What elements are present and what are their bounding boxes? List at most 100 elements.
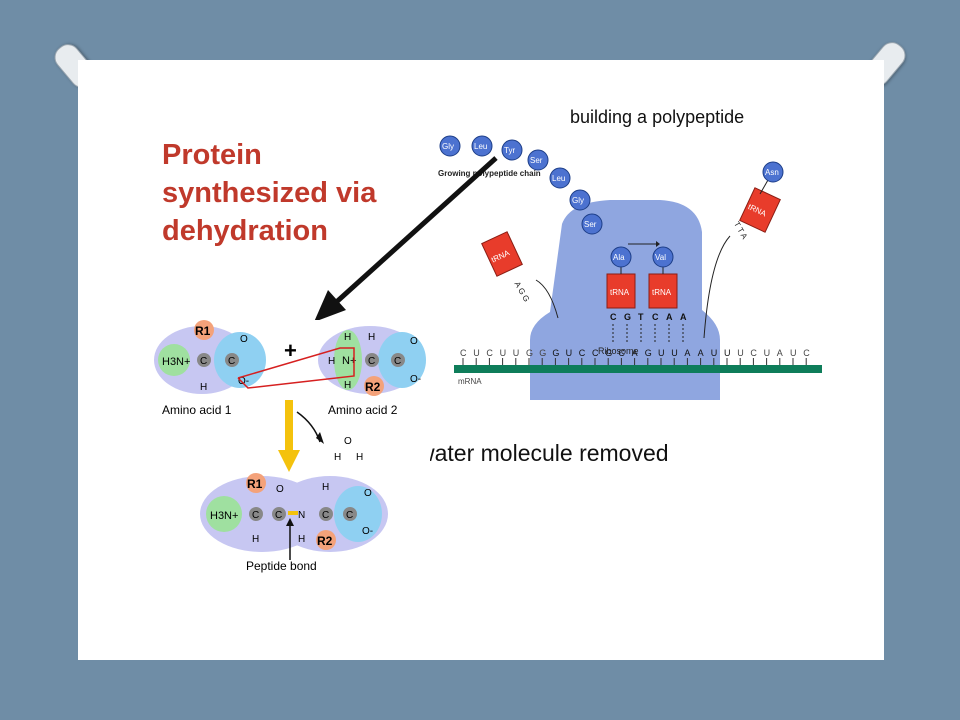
caption-building-polypeptide: building a polypeptide: [570, 107, 745, 127]
mrna-base: G: [526, 348, 533, 358]
mrna-base: U: [658, 348, 665, 358]
svg-text:Ser: Ser: [530, 156, 543, 165]
mrna-base: A: [684, 348, 690, 358]
svg-text:H: H: [344, 332, 351, 343]
mrna-base: U: [790, 348, 797, 358]
svg-text:Leu: Leu: [474, 142, 487, 151]
svg-text:C: C: [228, 356, 235, 367]
svg-text:C: C: [252, 510, 259, 521]
svg-text:O: O: [240, 334, 248, 345]
codon-letter: A: [680, 312, 687, 322]
svg-text:Ala: Ala: [613, 253, 625, 262]
mrna-base: G: [605, 348, 612, 358]
svg-text:Gly: Gly: [442, 142, 454, 151]
svg-text:O: O: [276, 484, 284, 495]
reaction-arrow: [285, 400, 293, 452]
reaction-figure: R1 H3N+ C C H O O- + H H N+ H C H R2 C O…: [152, 320, 430, 576]
svg-text:O: O: [410, 336, 418, 347]
svg-text:H: H: [334, 452, 341, 463]
svg-text:Val: Val: [655, 253, 666, 262]
svg-text:O-: O-: [410, 374, 421, 385]
svg-text:H: H: [200, 382, 207, 393]
trna-a-site: tRNA: [648, 273, 678, 309]
svg-text:H: H: [368, 332, 375, 343]
mrna-base: A: [698, 348, 704, 358]
dipeptide: H3N+ R1 C H O C N H C H R2 C O O-: [200, 473, 388, 552]
mrna-base: C: [592, 348, 599, 358]
svg-text:C: C: [368, 356, 375, 367]
caption-water-removed: water molecule removed: [418, 440, 669, 466]
codon-letter: C: [652, 312, 659, 322]
svg-text:H: H: [356, 452, 363, 463]
mrna-base: C: [486, 348, 493, 358]
mrna-base: U: [473, 348, 480, 358]
amino-acid-2: H H N+ H C H R2 C O O-: [318, 326, 426, 396]
mrna-label: mRNA: [458, 377, 482, 386]
svg-text:Ser: Ser: [584, 220, 597, 229]
svg-text:C: C: [275, 510, 282, 521]
mrna-base: C: [618, 348, 625, 358]
svg-text:O: O: [344, 436, 352, 447]
mrna-base: G: [645, 348, 652, 358]
free-residue-asn: Asn: [762, 161, 784, 183]
chain-residue: Ser: [581, 213, 603, 235]
svg-text:tRNA: tRNA: [652, 288, 672, 297]
codon-letter: C: [610, 312, 617, 322]
svg-text:tRNA: tRNA: [610, 288, 630, 297]
mrna-base: A: [777, 348, 783, 358]
mrna-base: C: [579, 348, 586, 358]
chain-residue: Leu: [471, 135, 493, 157]
svg-text:Gly: Gly: [572, 196, 584, 205]
amino-acid-1: R1 H3N+ C C H O O-: [154, 320, 266, 394]
chain-residue: Gly: [439, 135, 461, 157]
removed-atoms-outline: [237, 347, 355, 389]
svg-text:Leu: Leu: [552, 174, 565, 183]
svg-text:R1: R1: [247, 477, 263, 491]
mrna-strand: [454, 365, 822, 373]
mrna-base: U: [513, 348, 520, 358]
svg-text:N+: N+: [342, 355, 356, 367]
codon-letter: A: [666, 312, 673, 322]
svg-text:H: H: [252, 534, 259, 545]
mrna-base: U: [724, 348, 731, 358]
svg-text:R2: R2: [317, 534, 333, 548]
mrna-base: C: [750, 348, 757, 358]
svg-text:O-: O-: [362, 526, 373, 537]
mrna-base: U: [566, 348, 573, 358]
left-anticodon: AGG: [513, 280, 533, 305]
chain-residue: Gly: [569, 189, 591, 211]
mrna-base: G: [539, 348, 546, 358]
svg-text:Asn: Asn: [765, 168, 779, 177]
plus-sign: +: [284, 338, 297, 363]
svg-text:C: C: [200, 356, 207, 367]
codon-letter: G: [624, 312, 631, 322]
mrna-base: U: [737, 348, 744, 358]
svg-text:H3N+: H3N+: [210, 510, 238, 522]
svg-text:H3N+: H3N+: [162, 356, 190, 368]
ribosome-label: Ribosome: [598, 346, 639, 356]
mrna-base: U: [500, 348, 507, 358]
mrna-base: C: [803, 348, 810, 358]
svg-text:O-: O-: [238, 376, 249, 387]
mrna-ticks: [462, 358, 807, 365]
chain-residue: Leu: [549, 167, 571, 189]
svg-text:H: H: [328, 356, 335, 367]
water-molecule: H O H: [334, 436, 363, 463]
svg-text:Tyr: Tyr: [504, 146, 515, 155]
slide-title: Protein synthesized via dehydration: [162, 139, 377, 247]
mrna-base: U: [671, 348, 678, 358]
chain-label: Growing polypeptide chain: [438, 169, 541, 178]
mrna-base: C: [460, 348, 467, 358]
svg-text:R1: R1: [195, 324, 211, 338]
amino-acid-2-label: Amino acid 2: [328, 403, 398, 417]
chain-residue: Tyr: [501, 139, 523, 161]
amino-acid-1-label: Amino acid 1: [162, 403, 232, 417]
svg-text:H: H: [344, 380, 351, 391]
svg-text:O: O: [364, 488, 372, 499]
site-residue-val: Val: [652, 246, 674, 268]
svg-text:H: H: [298, 534, 305, 545]
